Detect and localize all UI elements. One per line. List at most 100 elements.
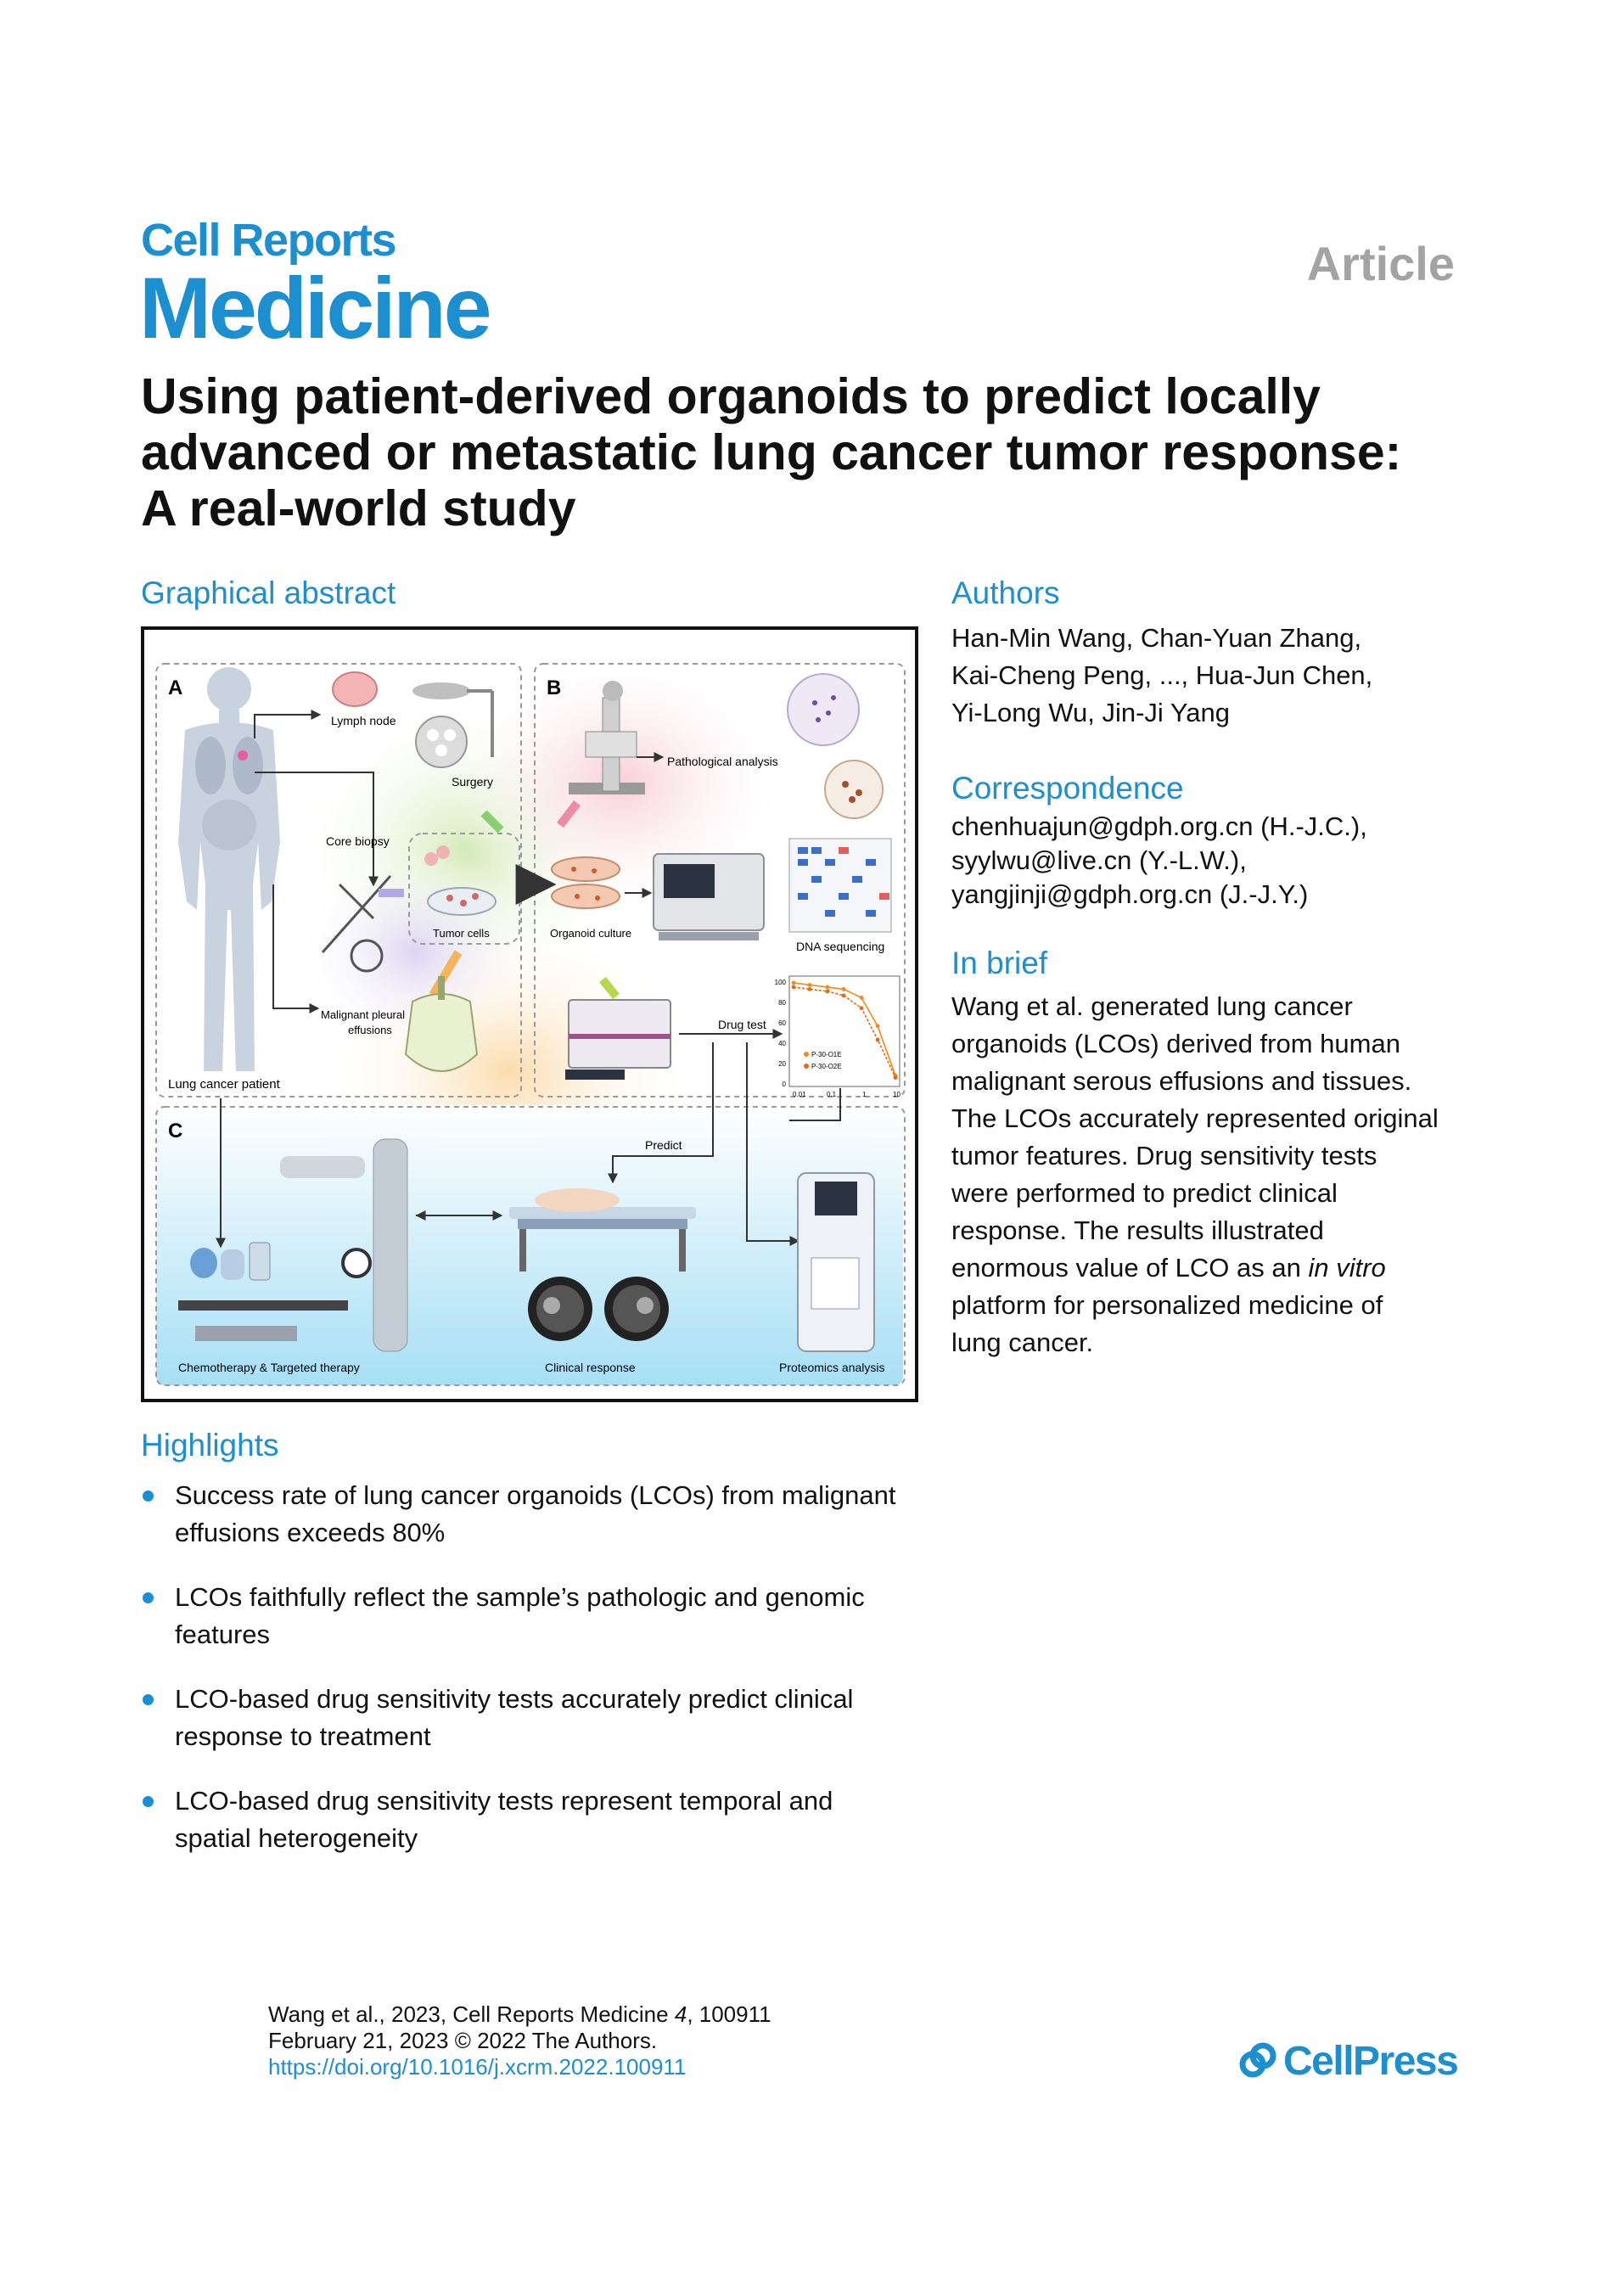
data-point — [825, 989, 830, 994]
in-brief-line: platform for personalized medicine of — [951, 1290, 1383, 1320]
citation-text: Wang et al., 2023, Cell Reports Medicine — [268, 2001, 675, 2027]
x-tick: 0.01 — [793, 1091, 806, 1098]
cellpress-icon — [1239, 2042, 1276, 2078]
arrow-to-core-biopsy — [255, 772, 379, 887]
in-brief-line: response. The results illustrated — [951, 1215, 1324, 1245]
label-malignant-pleural-1: Malignant pleural — [321, 1008, 405, 1021]
y-tick: 0 — [783, 1081, 787, 1088]
highlight-line: Success rate of lung cancer organoids (L… — [175, 1480, 896, 1510]
in-brief-line: lung cancer. — [951, 1328, 1094, 1357]
data-point — [807, 983, 812, 987]
in-brief-line: Wang et al. generated lung cancer — [951, 991, 1353, 1021]
title-line: Using patient-derived organoids to predi… — [141, 368, 1321, 424]
drug-pills-icon — [190, 1242, 271, 1281]
correspondence-email[interactable]: syylwu@live.cn (Y.-L.W.), — [951, 845, 1247, 875]
highlight-item: LCOs faithfully reflect the sample’s pat… — [141, 1579, 939, 1653]
arrow-green-down — [599, 976, 620, 1000]
citation-footer: Wang et al., 2023, Cell Reports Medicine… — [268, 2001, 771, 2080]
in-brief-text-segment: enormous value of LCO as an — [951, 1253, 1309, 1283]
data-point — [825, 985, 830, 990]
correspondence-email[interactable]: yangjinji@gdph.org.cn (J.-J.Y.) — [951, 879, 1309, 909]
data-point — [875, 1037, 880, 1042]
tumor-cells-box — [408, 833, 520, 945]
in-brief-line: organoids (LCOs) derived from human — [951, 1029, 1400, 1058]
graphical-abstract-figure: A B C Lung cancer patient Lymph node Sur… — [141, 626, 918, 1402]
ct-scan-images-icon — [528, 1277, 669, 1341]
bullet-icon — [143, 1490, 154, 1502]
label-predict: Predict — [645, 1138, 682, 1152]
label-lung-cancer-patient: Lung cancer patient — [168, 1077, 281, 1092]
in-brief-line: malignant serous effusions and tissues. — [951, 1066, 1412, 1096]
date-line: February 21, 2023 © 2022 The Authors. — [268, 2028, 658, 2053]
histology-slide-icon — [787, 673, 884, 819]
label-core-biopsy: Core biopsy — [326, 834, 390, 848]
label-drug-test: Drug test — [718, 1018, 766, 1031]
y-tick: 80 — [778, 999, 786, 1007]
panel-b-label: B — [547, 676, 561, 699]
legend-series-1: P-30-O1E — [811, 1051, 842, 1058]
panel-a-label: A — [168, 676, 182, 699]
panel-c-border — [155, 1106, 906, 1386]
data-point — [791, 985, 796, 990]
dna-heatmap-icon — [788, 838, 892, 933]
y-tick: 100 — [775, 979, 787, 986]
highlight-line: LCO-based drug sensitivity tests accurat… — [175, 1684, 854, 1714]
journal-name-line1: Cell Reports — [141, 215, 397, 266]
legend-series-2: P-30-O2E — [811, 1063, 842, 1070]
bullet-icon — [143, 1592, 154, 1603]
title-line: advanced or metastatic lung cancer tumor… — [141, 424, 1402, 480]
graphical-abstract-illustration: A B C Lung cancer patient Lymph node Sur… — [144, 630, 915, 1399]
highlights-list: Success rate of lung cancer organoids (L… — [141, 1477, 939, 1884]
tumor-cells-dish-icon — [424, 845, 497, 916]
in-brief-heading: In brief — [951, 946, 1048, 980]
data-point — [875, 1024, 880, 1029]
highlight-line: effusions exceeds 80% — [175, 1518, 446, 1547]
label-surgery: Surgery — [452, 775, 493, 789]
label-malignant-pleural-2: effusions — [348, 1024, 392, 1036]
y-tick: 40 — [778, 1040, 786, 1047]
y-tick: 60 — [778, 1019, 786, 1027]
dose-response-chart: 100 80 60 40 20 0 0.01 0.1 1 10 P-30-O1E… — [775, 975, 900, 1098]
graphical-abstract-heading: Graphical abstract — [141, 575, 396, 610]
cellpress-wordmark: CellPress — [1283, 2038, 1459, 2084]
panel-b-border — [534, 663, 906, 1097]
authors-line: Kai-Cheng Peng, ..., Hua-Jun Chen, — [951, 660, 1373, 690]
article-type-label: Article — [1306, 237, 1455, 290]
correspondence-email[interactable]: chenhuajun@gdph.org.cn (H.-J.C.), — [951, 811, 1367, 841]
in-brief-line: The LCOs accurately represented original — [951, 1103, 1439, 1133]
highlights-heading: Highlights — [141, 1428, 279, 1462]
legend-marker — [804, 1052, 809, 1057]
label-proteomics: Proteomics analysis — [779, 1361, 885, 1374]
label-organoid-culture: Organoid culture — [550, 927, 631, 940]
panel-c-label: C — [168, 1120, 182, 1142]
label-chemotherapy: Chemotherapy & Targeted therapy — [178, 1361, 360, 1374]
data-point — [893, 1075, 898, 1080]
therapy-machine-icon — [178, 1138, 408, 1352]
organoid-dishes-icon — [551, 856, 620, 909]
in-brief-line: were performed to predict clinical — [951, 1178, 1338, 1208]
citation-line: Wang et al., 2023, Cell Reports Medicine… — [268, 2001, 771, 2028]
citation-number: , 100911 — [687, 2001, 771, 2027]
cellpress-logo[interactable]: CellPress — [1237, 2035, 1459, 2086]
authors-line: Yi-Long Wu, Jin-Ji Yang — [951, 698, 1230, 727]
in-brief-text: Wang et al. generated lung cancer organo… — [951, 988, 1439, 1361]
arrow-pink-down — [557, 800, 581, 828]
mass-spectrometer-icon — [797, 1172, 875, 1352]
sequencer-icon — [653, 853, 765, 940]
doi-link[interactable]: https://doi.org/10.1016/j.xcrm.2022.1009… — [268, 2054, 687, 2080]
arrow-to-lymph-node — [254, 710, 322, 738]
highlight-line: response to treatment — [175, 1721, 431, 1751]
journal-name-line2: Medicine — [139, 260, 491, 356]
panel-a-border — [155, 663, 522, 1097]
citation-volume: 4 — [674, 2001, 687, 2027]
plate-reader-icon — [565, 999, 671, 1080]
data-point — [791, 980, 796, 985]
authors-line: Han-Min Wang, Chan-Yuan Zhang, — [951, 623, 1362, 653]
highlight-line: LCOs faithfully reflect the sample’s pat… — [175, 1582, 865, 1612]
label-tumor-cells: Tumor cells — [433, 927, 490, 940]
data-point — [841, 993, 846, 998]
data-point — [807, 987, 812, 991]
highlight-item: LCO-based drug sensitivity tests accurat… — [141, 1681, 939, 1755]
human-body-icon — [178, 667, 280, 1071]
arrow-effusion-to-cells — [429, 950, 463, 997]
